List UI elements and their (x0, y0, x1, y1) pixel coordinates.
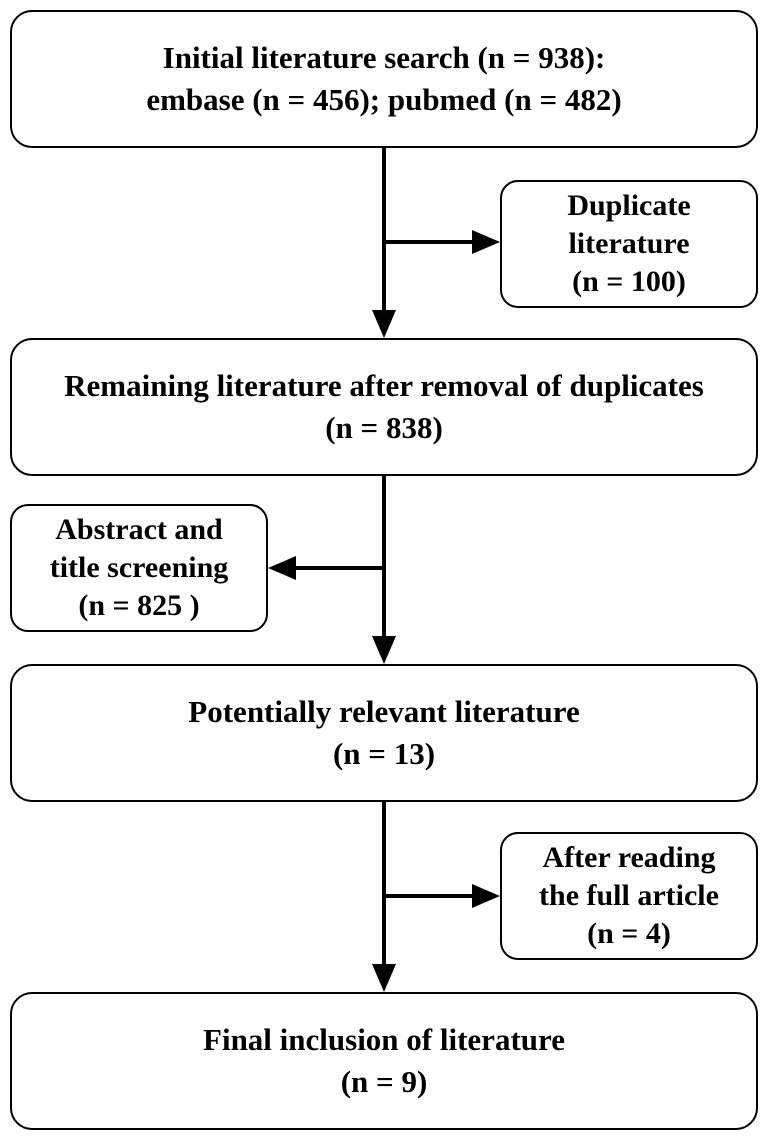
fullread-line1: After reading (542, 841, 716, 874)
abstract-screening-box: Abstract and title screening (n = 825 ) (10, 504, 268, 632)
arrowhead-remaining-to-potential (372, 636, 396, 664)
potential-line2: (n = 13) (332, 736, 436, 771)
arrowhead-initial-to-remaining (372, 310, 396, 338)
abstract-line3: (n = 825 ) (78, 589, 200, 622)
duplicate-line2: literature (568, 227, 690, 260)
arrowhead-to-fullread (472, 884, 500, 908)
final-line2: (n = 9) (340, 1064, 428, 1099)
arrowhead-to-duplicate (472, 230, 500, 254)
remaining-literature-box: Remaining literature after removal of du… (10, 338, 758, 476)
fullread-line2: the full article (539, 879, 719, 912)
final-line1: Final inclusion of literature (203, 1022, 565, 1057)
initial-search-line2: embase (n = 456); pubmed (n = 482) (146, 82, 622, 117)
remaining-line2: (n = 838) (325, 410, 443, 445)
remaining-line1: Remaining literature after removal of du… (64, 368, 704, 403)
arrowhead-potential-to-final (372, 964, 396, 992)
duplicate-literature-box: Duplicate literature (n = 100) (500, 180, 758, 308)
potential-line1: Potentially relevant literature (188, 694, 580, 729)
arrowhead-to-abstract (268, 556, 296, 580)
final-inclusion-box: Final inclusion of literature (n = 9) (10, 992, 758, 1130)
duplicate-line1: Duplicate (567, 189, 691, 222)
initial-search-line1: Initial literature search (n = 938): (162, 40, 606, 75)
abstract-line2: title screening (49, 551, 229, 584)
abstract-line1: Abstract and (55, 513, 223, 546)
full-article-reading-box: After reading the full article (n = 4) (500, 832, 758, 960)
initial-search-box: Initial literature search (n = 938): emb… (10, 10, 758, 148)
fullread-line3: (n = 4) (587, 917, 671, 950)
duplicate-line3: (n = 100) (572, 265, 686, 298)
potentially-relevant-box: Potentially relevant literature (n = 13) (10, 664, 758, 802)
